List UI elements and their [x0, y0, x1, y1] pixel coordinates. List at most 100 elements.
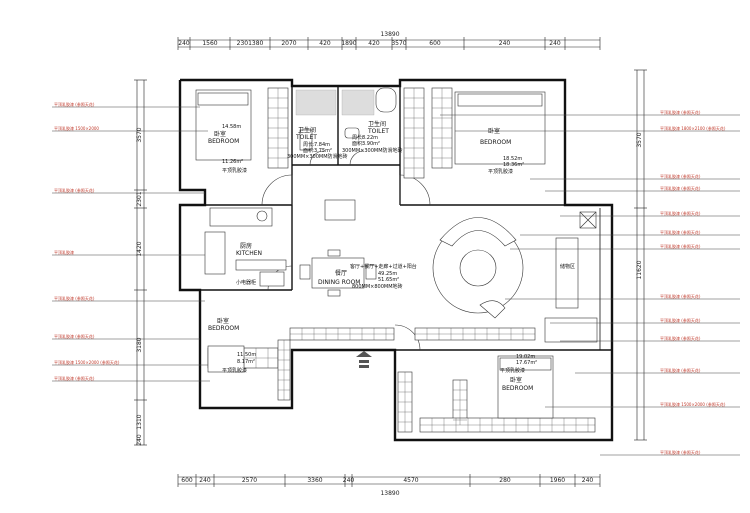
top-segment-label: 240 [499, 40, 511, 47]
room-labels: 卧室 BEDROOM 14.58m 11.26m² 平顶乳胶漆 卫生间 TOIL… [208, 120, 575, 392]
right-annotation-label: 平顶乳胶漆 (参照天花) [660, 449, 701, 455]
left-annotation-label: 平顶乳胶漆 [54, 249, 74, 255]
bedroom-ne-area1: 18.52m [503, 156, 522, 162]
kitchen-en: KITCHEN [236, 250, 262, 257]
right-annotation-label: 平顶乳胶漆 (参照天花) [660, 367, 701, 373]
right-annotation-label: 平顶乳胶漆 (参照天花) [660, 185, 701, 191]
right-annotation-label: 平顶乳胶漆 (参照天花) [660, 210, 701, 216]
dining-en: DINING ROOM [318, 279, 360, 286]
kitchen-cn: 厨房 [240, 242, 252, 250]
toilet-tiles [295, 89, 375, 116]
toilet2-l2: 面积: [352, 140, 364, 147]
left-annotation-label: 平顶乳胶漆 (参照天花) [54, 187, 95, 193]
bedroom-sw-area2: 8.17m² [237, 359, 255, 365]
left-annotation-label: 平顶乳胶漆 (参照天花) [54, 375, 95, 381]
left-annotation-label: 平顶乳胶漆 1500×2000 (参照天花) [54, 359, 120, 365]
left-dimension-label: 3180 [136, 337, 143, 352]
left-annotations: 平顶乳胶漆 (参照天花) 平顶乳胶漆 1500×2000 平顶乳胶漆 (参照天花) 平… [52, 101, 210, 382]
bedroom-sw-cn: 卧室 [217, 317, 229, 325]
bottom-segment-label: 1960 [550, 477, 565, 484]
left-annotation-label: 平顶乳胶漆 (参照天花) [54, 333, 95, 339]
bottom-segment-label: 600 [181, 477, 193, 484]
top-segment-label: 600 [429, 40, 441, 47]
left-annotation-label: 平顶乳胶漆 1500×2000 [54, 125, 99, 131]
bedroom-se-cn: 卧室 [510, 376, 522, 384]
right-annotation-label: 平顶乳胶漆 1500×2000 (参照天花) [660, 401, 726, 407]
toilet2-en: TOILET [367, 128, 389, 135]
right-dimension-chain [634, 69, 647, 441]
toilet1-l1: 周长: [303, 141, 315, 148]
bottom-segment-label: 240 [582, 477, 594, 484]
toilet1-v2: 3.75m² [314, 148, 332, 154]
top-segment-label: 240 [178, 40, 190, 47]
dining-cn: 餐厅 [335, 269, 347, 277]
toilet1-note: 300MM×300MM防滑地砖 [287, 153, 348, 160]
right-annotation-label: 平顶乳胶漆 (参照天花) [660, 335, 701, 341]
left-dimension-label: 2301 [136, 191, 143, 206]
living-header: 客厅+餐厅+走廊+过道+阳台 [350, 263, 417, 270]
bedroom-ne-en: BEDROOM [480, 139, 511, 146]
living-v1: 49.25m [378, 271, 397, 277]
toilet1-cn: 卫生间 [298, 126, 316, 134]
bedroom-ne-note: 平顶乳胶漆 [488, 168, 513, 175]
left-annotation-label: 平顶乳胶漆 (参照天花) [54, 101, 95, 107]
right-annotation-label: 平顶乳胶漆 (参照天花) [660, 173, 701, 179]
bedroom-se-area2: 17.67m² [516, 360, 537, 366]
bedroom-sw-note: 平顶乳胶漆 [222, 367, 247, 374]
top-segment-label: 240 [549, 40, 561, 47]
beds [195, 89, 554, 419]
bottom-segment-label: 4570 [403, 477, 418, 484]
entrance-arrow [356, 351, 372, 368]
kitchen-appliance-label: 小电器柜 [236, 279, 256, 286]
left-dimension-label: 1310 [136, 414, 143, 429]
bedroom-se-en: BEDROOM [502, 385, 533, 392]
toilet-fixtures [299, 87, 397, 221]
kitchen-counter [204, 207, 287, 287]
toilet2-v1: 8.22m [362, 135, 378, 141]
bedroom-sw-area1: 11.50m [237, 352, 256, 358]
bottom-segment-label: 240 [343, 477, 355, 484]
bottom-segment-label: 240 [199, 477, 211, 484]
top-total-dimension: 13890 [380, 31, 399, 38]
toilet1-v1: 7.84m [314, 142, 330, 148]
right-annotation-label: 平顶乳胶漆 (参照天花) [660, 109, 701, 115]
top-segment-label: 1560 [202, 40, 217, 47]
bedroom-nw-area2: 11.26m² [222, 159, 243, 165]
top-segment-label: 3570 [391, 40, 406, 47]
bottom-segment-label: 2570 [242, 477, 257, 484]
left-annotation-label: 平顶乳胶漆 (参照天花) [54, 295, 95, 301]
top-segment-label: 420 [368, 40, 380, 47]
left-dimension-label: 240 [136, 434, 143, 446]
dining-table [299, 249, 377, 297]
living-v2: 51.65m² [378, 277, 399, 283]
doors [261, 150, 431, 351]
bedroom-se-note: 平顶乳胶漆 [500, 367, 525, 374]
top-dimension-chain [177, 37, 601, 50]
toilet1-l2: 面积: [303, 147, 315, 154]
left-dimension-chain [134, 79, 147, 446]
toilet2-l1: 周长: [352, 134, 364, 141]
top-segment-label: 420 [319, 40, 331, 47]
left-dimension-label: 1420 [136, 241, 143, 256]
left-dimension-labels: 3570 2301 1420 3180 1310 240 [136, 127, 143, 446]
right-dimension-label: 11620 [636, 260, 643, 279]
top-segment-label: 2070 [281, 40, 296, 47]
bedroom-nw-note: 平顶乳胶漆 [222, 167, 247, 174]
bedroom-nw-en: BEDROOM [208, 138, 239, 145]
right-annotations: 平顶乳胶漆 (参照天花) 平顶乳胶漆 1800×2100 (参照天花) 平顶乳胶漆 … [440, 109, 740, 456]
right-dimension-label: 3570 [636, 132, 643, 147]
right-annotation-label: 平顶乳胶漆 (参照天花) [660, 243, 701, 249]
bottom-dimension-chain [177, 474, 601, 487]
right-annotation-label: 平顶乳胶漆 1800×2100 (参照天花) [660, 125, 726, 131]
right-annotation-label: 平顶乳胶漆 (参照天花) [660, 293, 701, 299]
top-segment-label: 2301380 [237, 40, 264, 47]
toilet2-v2: 3.90m² [362, 141, 380, 147]
bottom-total-dimension: 13890 [380, 490, 399, 497]
toilet2-cn: 卫生间 [368, 120, 386, 128]
left-dimension-label: 3570 [136, 127, 143, 142]
right-annotation-label: 平顶乳胶漆 (参照天花) [660, 229, 701, 235]
bedroom-nw-area1: 14.58m [222, 124, 241, 130]
